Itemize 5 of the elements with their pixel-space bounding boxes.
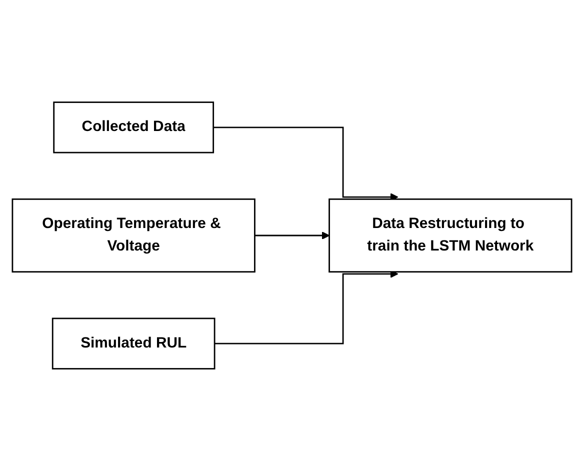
node-box: Collected Data [53, 102, 214, 154]
node-box: Data Restructuring to train the LSTM Network [328, 198, 572, 273]
node-box: Simulated RUL [52, 318, 216, 370]
node-box: Operating Temperature & Voltage [12, 198, 256, 273]
arrow [254, 231, 330, 240]
